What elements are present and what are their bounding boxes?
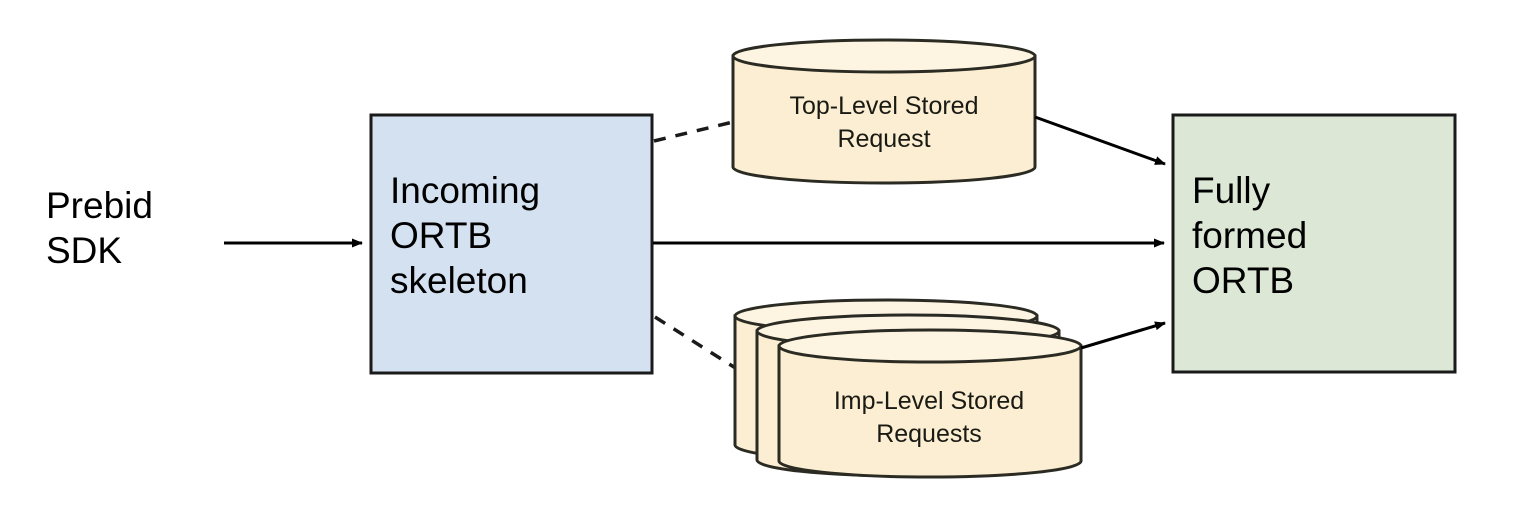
edge-incoming-to-top-level-store <box>653 120 734 143</box>
node-top-level-stored-request[interactable] <box>731 38 1037 185</box>
edge-top-level-store-to-output <box>1034 115 1166 166</box>
node-incoming-ortb-skeleton[interactable] <box>369 113 654 375</box>
edge-incoming-to-imp-level-store <box>654 315 738 371</box>
edge-imp-level-store-to-output <box>1080 321 1166 350</box>
node-fully-formed-ortb[interactable] <box>1171 113 1457 374</box>
node-imp-level-stored-requests[interactable] <box>733 298 1083 479</box>
